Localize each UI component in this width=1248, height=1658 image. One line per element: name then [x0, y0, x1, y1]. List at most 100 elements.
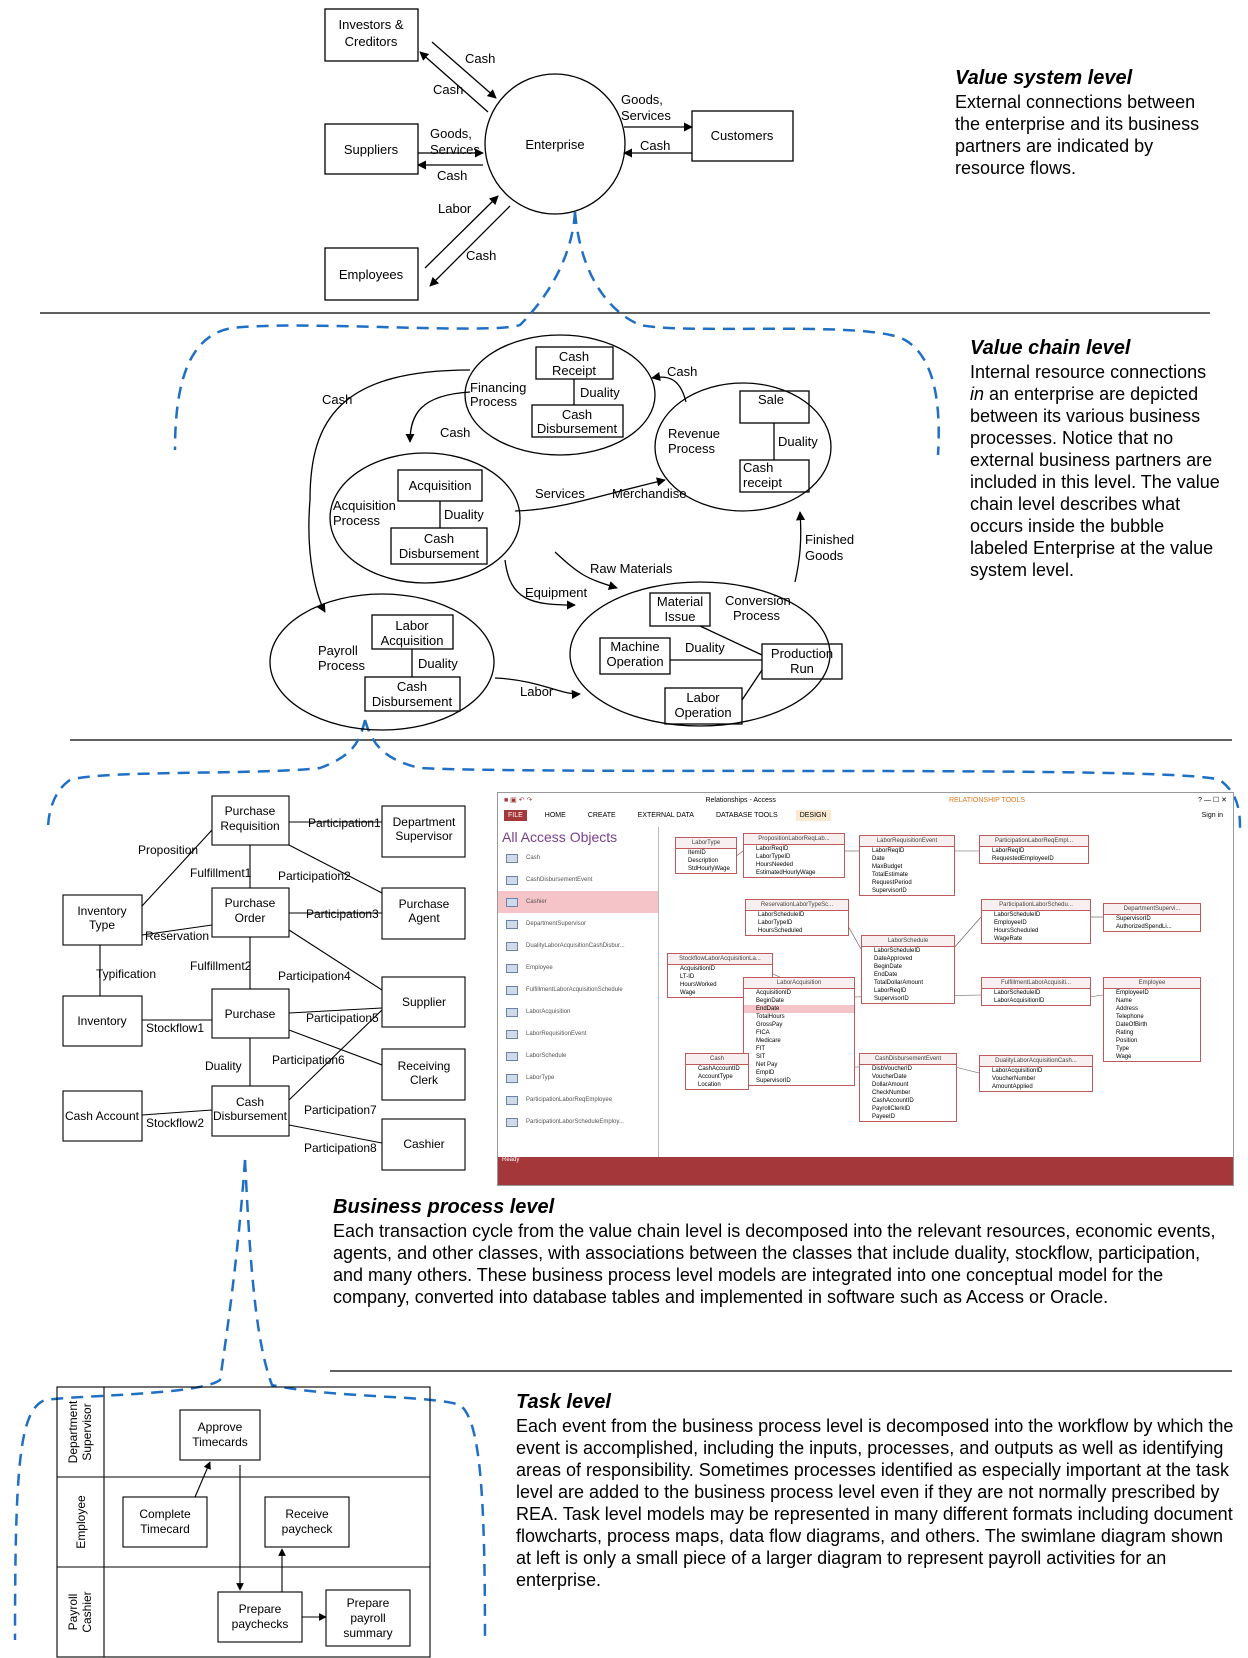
- nav-item[interactable]: Cash: [498, 847, 658, 869]
- table-field[interactable]: LaborTypeID: [758, 920, 793, 926]
- table-field[interactable]: AcquisitionID: [756, 990, 792, 996]
- table-field[interactable]: LaborReqID: [992, 848, 1025, 854]
- table-field[interactable]: TotalEstimate: [872, 872, 909, 878]
- access-window-controls[interactable]: ? — ☐ ✕: [1198, 797, 1227, 804]
- table-field[interactable]: Location: [698, 1082, 721, 1088]
- table-field[interactable]: Type: [1116, 1046, 1130, 1052]
- table-header[interactable]: ParticipationLaborReqEmpl...: [980, 836, 1088, 847]
- table-field[interactable]: LaborScheduleID: [874, 948, 921, 954]
- table-header[interactable]: Cash: [686, 1054, 748, 1065]
- nav-item[interactable]: DepartmentSupervisor: [498, 913, 658, 935]
- table-field[interactable]: SupervisorID: [756, 1078, 791, 1084]
- table-field[interactable]: Medicare: [756, 1038, 781, 1044]
- table-field[interactable]: AmountApplied: [992, 1084, 1033, 1090]
- table-field[interactable]: Net Pay: [756, 1062, 778, 1068]
- table-field[interactable]: BeginDate: [874, 964, 903, 970]
- tab-home[interactable]: HOME: [544, 811, 566, 819]
- table-field[interactable]: Rating: [1116, 1030, 1134, 1036]
- nav-item[interactable]: FulfillmentLaborAcquisitionSchedule: [498, 979, 658, 1001]
- table-field[interactable]: Address: [1116, 1006, 1139, 1012]
- table-field[interactable]: ItemID: [688, 850, 706, 856]
- table-field[interactable]: DateApproved: [874, 956, 913, 962]
- table-field[interactable]: WageRate: [994, 936, 1023, 942]
- table-header[interactable]: ReservationLaborTypeSc...: [746, 900, 848, 911]
- table-field[interactable]: TotalDollarAmount: [874, 980, 924, 986]
- nav-item[interactable]: ParticipationLaborScheduleEmploy...: [498, 1111, 658, 1133]
- table-field[interactable]: Telephone: [1116, 1014, 1144, 1020]
- table-stockflow[interactable]: StockflowLaborAcquisitionLa...Acquisitio…: [667, 953, 773, 998]
- table-field[interactable]: TotalHours: [756, 1014, 785, 1020]
- table-header[interactable]: Employee: [1104, 978, 1200, 989]
- table-field[interactable]: CashAccountID: [872, 1098, 914, 1104]
- table-field[interactable]: Position: [1116, 1038, 1138, 1044]
- table-field[interactable]: StdHourlyWage: [688, 866, 730, 872]
- table-field[interactable]: FIT: [756, 1046, 765, 1052]
- nav-item[interactable]: LaborSchedule: [498, 1045, 658, 1067]
- nav-item[interactable]: CashDisbursementEvent: [498, 869, 658, 891]
- table-header[interactable]: LaborRequisitionEvent: [860, 836, 954, 847]
- table-header[interactable]: DepartmentSupervi...: [1104, 904, 1200, 915]
- table-field[interactable]: LaborAcquisitionID: [994, 998, 1045, 1004]
- table-field[interactable]: HoursScheduled: [994, 928, 1039, 934]
- table-partreq[interactable]: ParticipationLaborReqEmpl...LaborReqID Re…: [979, 835, 1089, 864]
- table-field[interactable]: LaborTypeID: [756, 854, 791, 860]
- table-duality[interactable]: DualityLaborAcquisitionCash...LaborAcqui…: [979, 1055, 1093, 1092]
- table-field[interactable]: GrossPay: [756, 1022, 783, 1028]
- table-field[interactable]: CashAccountID: [698, 1066, 740, 1072]
- table-header[interactable]: CashDisbursementEvent: [860, 1054, 956, 1065]
- tab-external-data[interactable]: EXTERNAL DATA: [637, 811, 694, 819]
- table-field[interactable]: Description: [688, 858, 719, 864]
- table-header[interactable]: DualityLaborAcquisitionCash...: [980, 1056, 1092, 1067]
- tab-create[interactable]: CREATE: [587, 811, 616, 819]
- table-fulfill[interactable]: FulfillmentLaborAcquisiti...LaborSchedul…: [981, 977, 1091, 1006]
- table-field[interactable]: EndDate: [874, 972, 898, 978]
- table-field[interactable]: MaxBudget: [872, 864, 903, 870]
- table-field[interactable]: EstimatedHourlyWage: [756, 870, 816, 876]
- table-field[interactable]: RequestedEmployeeID: [992, 856, 1054, 862]
- table-field[interactable]: BeginDate: [756, 998, 785, 1004]
- table-field[interactable]: SupervisorID: [874, 996, 909, 1002]
- table-header[interactable]: LaborSchedule: [862, 936, 954, 947]
- table-header[interactable]: ParticipationLaborSchedu...: [982, 900, 1090, 911]
- table-field[interactable]: LaborScheduleID: [994, 912, 1041, 918]
- table-field[interactable]: HoursWorked: [680, 982, 717, 988]
- table-reslabor[interactable]: ReservationLaborTypeSc...LaborScheduleID…: [745, 899, 849, 936]
- table-field[interactable]: PayrollClerkID: [872, 1106, 911, 1112]
- nav-title[interactable]: All Access Objects: [502, 829, 618, 845]
- table-field[interactable]: HoursNeeded: [756, 862, 794, 868]
- table-field[interactable]: EndDate: [744, 1005, 854, 1013]
- table-field[interactable]: LaborReqID: [874, 988, 907, 994]
- tab-file[interactable]: FILE: [504, 809, 527, 821]
- table-field[interactable]: VoucherDate: [872, 1074, 907, 1080]
- table-field[interactable]: LaborScheduleID: [758, 912, 805, 918]
- nav-item[interactable]: LaborType: [498, 1067, 658, 1089]
- table-field[interactable]: AccountType: [698, 1074, 733, 1080]
- table-field[interactable]: RequestPeriod: [872, 880, 912, 886]
- table-field[interactable]: PayeeID: [872, 1114, 896, 1120]
- table-field[interactable]: HoursScheduled: [758, 928, 803, 934]
- table-field[interactable]: Wage: [1116, 1054, 1132, 1060]
- table-header[interactable]: FulfillmentLaborAcquisiti...: [982, 978, 1090, 989]
- table-partsched[interactable]: ParticipationLaborSchedu...LaborSchedule…: [981, 899, 1091, 944]
- table-field[interactable]: SupervisorID: [872, 888, 907, 894]
- table-field[interactable]: Name: [1116, 998, 1133, 1004]
- table-header[interactable]: StockflowLaborAcquisitionLa...: [668, 954, 772, 965]
- table-field[interactable]: DateOfBirth: [1116, 1022, 1148, 1028]
- tab-design[interactable]: DESIGN: [795, 809, 831, 821]
- table-field[interactable]: FICA: [756, 1030, 770, 1036]
- table-field[interactable]: LaborScheduleID: [994, 990, 1041, 996]
- table-field[interactable]: EmpID: [756, 1070, 775, 1076]
- table-header[interactable]: LaborType: [676, 838, 736, 849]
- nav-item[interactable]: LaborRequisitionEvent: [498, 1023, 658, 1045]
- table-field[interactable]: DisbVoucherID: [872, 1066, 913, 1072]
- table-field[interactable]: CheckNumber: [872, 1090, 911, 1096]
